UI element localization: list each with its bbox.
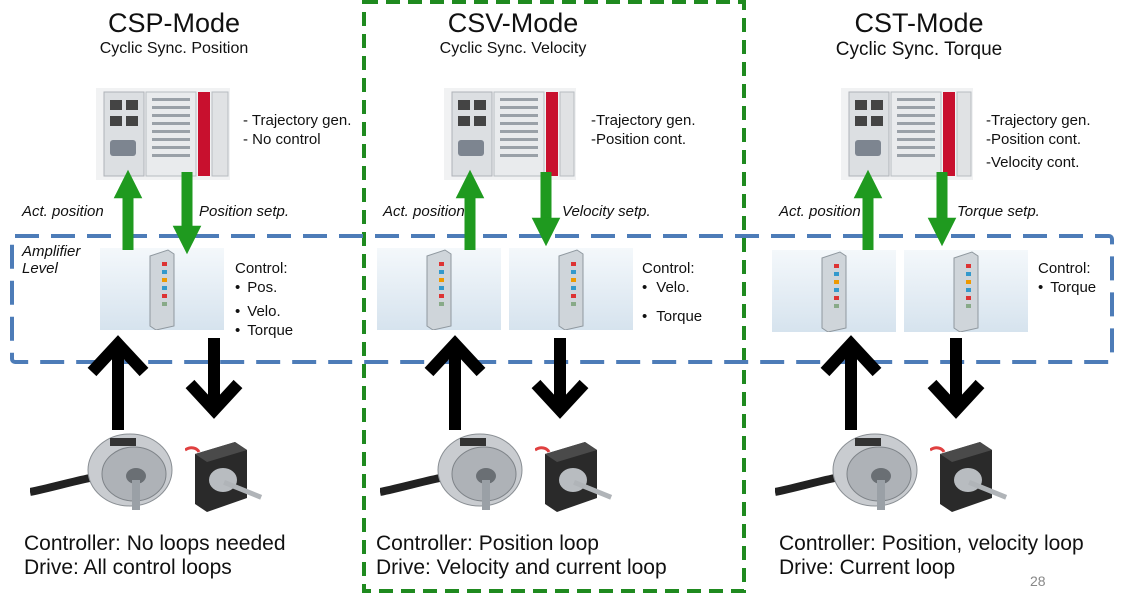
csv-note-2: -Position cont. [591,131,687,148]
csv-motor-image [535,436,620,516]
csp-plc-notes: - Trajectory gen. - No control [243,111,351,149]
csp-note-1: - Trajectory gen. [243,112,352,129]
cst-title: CST-Mode [854,8,984,38]
cst-motor-image [930,436,1015,516]
csp-note-2: - No control [243,131,321,148]
cst-drive-line: Drive: Current loop [779,556,956,579]
cst-controller-line: Controller: Position, velocity loop [779,532,1084,555]
csv-drive-image-1 [377,248,501,330]
cst-control-title: Control: [1038,260,1091,277]
csv-subtitle: Cyclic Sync. Velocity [439,40,587,57]
csv-control-title: Control: [642,260,695,277]
csp-control-item: Velo. [247,303,281,320]
csv-drive-line: Drive: Velocity and current loop [376,556,667,579]
csv-control-item: Torque [656,308,703,325]
cst-drive-image-1 [772,250,896,332]
csv-encoder-image [380,430,530,520]
cst-plc-image [841,88,973,180]
cst-control-item: Torque [1050,279,1097,296]
bullet-icon: • [235,279,241,296]
cst-control-list: Control: • Torque [1038,259,1096,297]
cst-note-3: -Velocity cont. [986,154,1080,171]
csp-title: CSP-Mode [107,8,241,38]
csv-drive-image-2 [509,248,633,330]
csv-command-arrow [531,338,589,419]
cst-subtitle: Cyclic Sync. Torque [835,39,1003,60]
cst-encoder-image [775,430,925,520]
cst-drive-image-2 [904,250,1028,332]
cst-note-1: -Trajectory gen. [986,112,1091,129]
bullet-icon: • [1038,279,1044,296]
csv-control-list: Control: • Velo. • Torque [642,259,702,326]
cst-feedback-arrow [820,335,882,430]
cst-note-2: -Position cont. [986,131,1082,148]
bullet-icon: • [642,308,648,325]
csv-feedback-arrow [424,335,486,430]
csv-bottom-text: Controller: Position loop Drive: Velocit… [376,532,667,580]
csp-command-arrow [185,338,243,419]
amplifier-label-line-2: Level [22,260,58,277]
csp-setp-label: Position setp. [199,203,290,220]
csp-bottom-text: Controller: No loops needed Drive: All c… [24,532,286,580]
cst-act-label: Act. position [779,203,861,220]
csp-drive-line: Drive: All control loops [24,556,232,579]
bullet-icon: • [235,322,241,339]
csv-control-item: Velo. [656,279,690,296]
cst-bottom-text: Controller: Position, velocity loop Driv… [779,532,1084,580]
csp-feedback-arrow [87,335,149,430]
csv-setp-label: Velocity setp. [562,203,651,220]
csv-act-label: Act. position [383,203,465,220]
cst-command-arrow [927,338,985,419]
csv-note-1: -Trajectory gen. [591,112,696,129]
csp-drive-image [100,248,224,330]
csv-plc-notes: -Trajectory gen. -Position cont. [591,111,695,149]
csv-title: CSV-Mode [447,8,579,38]
cst-plc-notes: -Trajectory gen. -Position cont. -Veloci… [986,111,1090,172]
csp-control-title: Control: [235,260,288,277]
csp-plc-image [96,88,230,180]
bullet-icon: • [642,279,648,296]
black-arrows [87,335,985,430]
csp-control-list: Control: • Pos. • Velo. • Torque [235,259,293,340]
amplifier-level-label: Amplifier Level [22,243,80,277]
amplifier-label-line-1: Amplifier [22,243,81,260]
bullet-icon: • [235,303,241,320]
csp-control-item: Pos. [247,279,278,296]
csp-act-label: Act. position [22,203,104,220]
csv-plc-image [444,88,576,180]
csp-motor-image [185,436,270,516]
csp-encoder-image [30,430,180,520]
page-number: 28 [1030,573,1046,589]
csp-control-item: Torque [247,322,294,339]
csp-controller-line: Controller: No loops needed [24,532,286,555]
cst-setp-label: Torque setp. [957,203,1040,220]
csv-controller-line: Controller: Position loop [376,532,599,555]
csp-subtitle: Cyclic Sync. Position [99,40,249,57]
